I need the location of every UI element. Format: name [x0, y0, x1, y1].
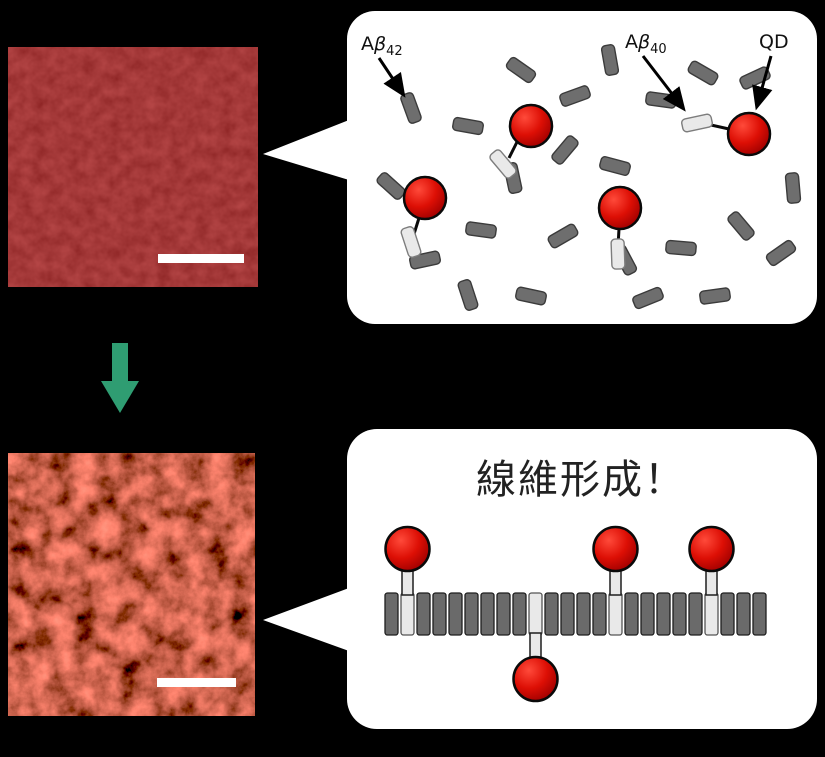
- micrograph-after: [8, 453, 255, 716]
- abeta42-monomer: [452, 116, 484, 136]
- abeta42-monomer: [505, 56, 537, 84]
- bubble-tail: [263, 120, 349, 180]
- fibril-segment-abeta42: [560, 592, 575, 636]
- qd-on-fibril: [592, 525, 639, 596]
- qd-conjugate: [597, 185, 643, 270]
- qd-pointer-arrow: [752, 55, 773, 111]
- fibril-segment-abeta42: [480, 592, 495, 636]
- abeta40-connector: [609, 568, 622, 596]
- quantum-dot: [726, 111, 772, 157]
- fibril-segment-abeta42: [640, 592, 655, 636]
- fibril-segment-abeta42: [752, 592, 767, 636]
- qd-linker-bond: [710, 123, 730, 131]
- qd-conjugate: [681, 111, 772, 157]
- abeta40-monomer: [489, 149, 517, 179]
- abeta42-monomer: [784, 172, 802, 204]
- fibril-segment-abeta42: [416, 592, 431, 636]
- label-qd: QD: [759, 31, 789, 53]
- bubble-background: [347, 429, 817, 729]
- label-abeta42: Aβ42: [361, 33, 403, 59]
- fibril-segment-abeta40: [528, 592, 543, 636]
- abeta42-monomer: [699, 287, 731, 305]
- speech-bubble-fibril: 線維形成！: [263, 429, 817, 729]
- fibril-segment-abeta42: [544, 592, 559, 636]
- fibril-segment-abeta42: [384, 592, 399, 636]
- abeta42-monomer: [400, 92, 422, 124]
- fibril-segment-abeta42: [496, 592, 511, 636]
- speech-bubble-monomers: Aβ42 Aβ40 QD: [263, 11, 817, 324]
- fibril-segment-abeta42: [432, 592, 447, 636]
- fibril-segment-abeta42: [624, 592, 639, 636]
- fibril-segment-abeta42: [464, 592, 479, 636]
- fibril-segment-abeta42: [656, 592, 671, 636]
- micrograph-before: [8, 47, 258, 287]
- fibril-segment-abeta42: [672, 592, 687, 636]
- monomer-field: [376, 44, 802, 311]
- scale-bar: [157, 678, 236, 687]
- abeta42-monomer: [599, 156, 631, 176]
- abeta40-monomer: [610, 238, 626, 270]
- abeta42-monomer: [457, 279, 479, 311]
- abeta40-connector: [705, 568, 718, 596]
- abeta42-monomer: [515, 286, 547, 306]
- abeta42-pointer-arrow: [377, 57, 406, 98]
- qd-conjugate: [489, 103, 554, 179]
- qd-on-fibril: [688, 525, 735, 596]
- fibril-segment-abeta42: [512, 592, 527, 636]
- abeta42-monomer: [739, 66, 771, 90]
- fibril-segment-abeta42: [448, 592, 463, 636]
- qd-on-fibril: [512, 632, 559, 703]
- abeta42-monomer: [665, 239, 697, 257]
- progression-arrow: [101, 343, 139, 413]
- quantum-dot: [597, 185, 643, 231]
- quantum-dot: [688, 525, 735, 573]
- quantum-dot: [508, 103, 554, 149]
- abeta42-monomer: [600, 44, 620, 76]
- progression-arrow-shape: [101, 343, 139, 413]
- fibril-backbone: [384, 592, 767, 636]
- fibril-segment-abeta40: [608, 592, 623, 636]
- abeta42-monomer: [547, 223, 579, 249]
- fibril-segment-abeta42: [688, 592, 703, 636]
- abeta42-monomer: [727, 211, 755, 241]
- quantum-dot: [384, 525, 431, 573]
- fibril-segment-abeta42: [720, 592, 735, 636]
- quantum-dot: [402, 175, 448, 221]
- scale-bar: [158, 254, 244, 263]
- abeta42-monomer: [551, 135, 579, 165]
- qd-on-fibril: [384, 525, 431, 596]
- micrograph-before-image: [8, 47, 258, 287]
- fibril-formation-title: 線維形成！: [476, 457, 686, 503]
- fibril-segment-abeta42: [592, 592, 607, 636]
- abeta42-monomer: [559, 85, 591, 107]
- quantum-dot: [592, 525, 639, 573]
- qd-linker-bond: [507, 141, 519, 159]
- abeta40-connector: [401, 568, 414, 596]
- fibril-segment-abeta40: [400, 592, 415, 636]
- label-abeta40: Aβ40: [625, 31, 667, 57]
- bubble-tail: [263, 588, 349, 651]
- abeta42-monomer: [632, 286, 664, 310]
- fibril-segment-abeta42: [736, 592, 751, 636]
- abeta40-monomer: [400, 226, 422, 258]
- bubble-background: [347, 11, 817, 324]
- abeta42-monomer: [465, 221, 497, 239]
- quantum-dot: [512, 655, 559, 703]
- abeta42-monomer: [765, 239, 797, 267]
- micrograph-after-image: [8, 453, 255, 716]
- abeta40-monomer: [681, 113, 713, 133]
- fibril-segment-abeta40: [704, 592, 719, 636]
- abeta40-connector: [529, 632, 542, 660]
- abeta42-monomer: [376, 172, 406, 200]
- abeta42-monomer: [687, 60, 719, 86]
- qd-conjugate: [400, 175, 448, 258]
- abeta40-pointer-arrow: [641, 55, 686, 112]
- fibril-segment-abeta42: [576, 592, 591, 636]
